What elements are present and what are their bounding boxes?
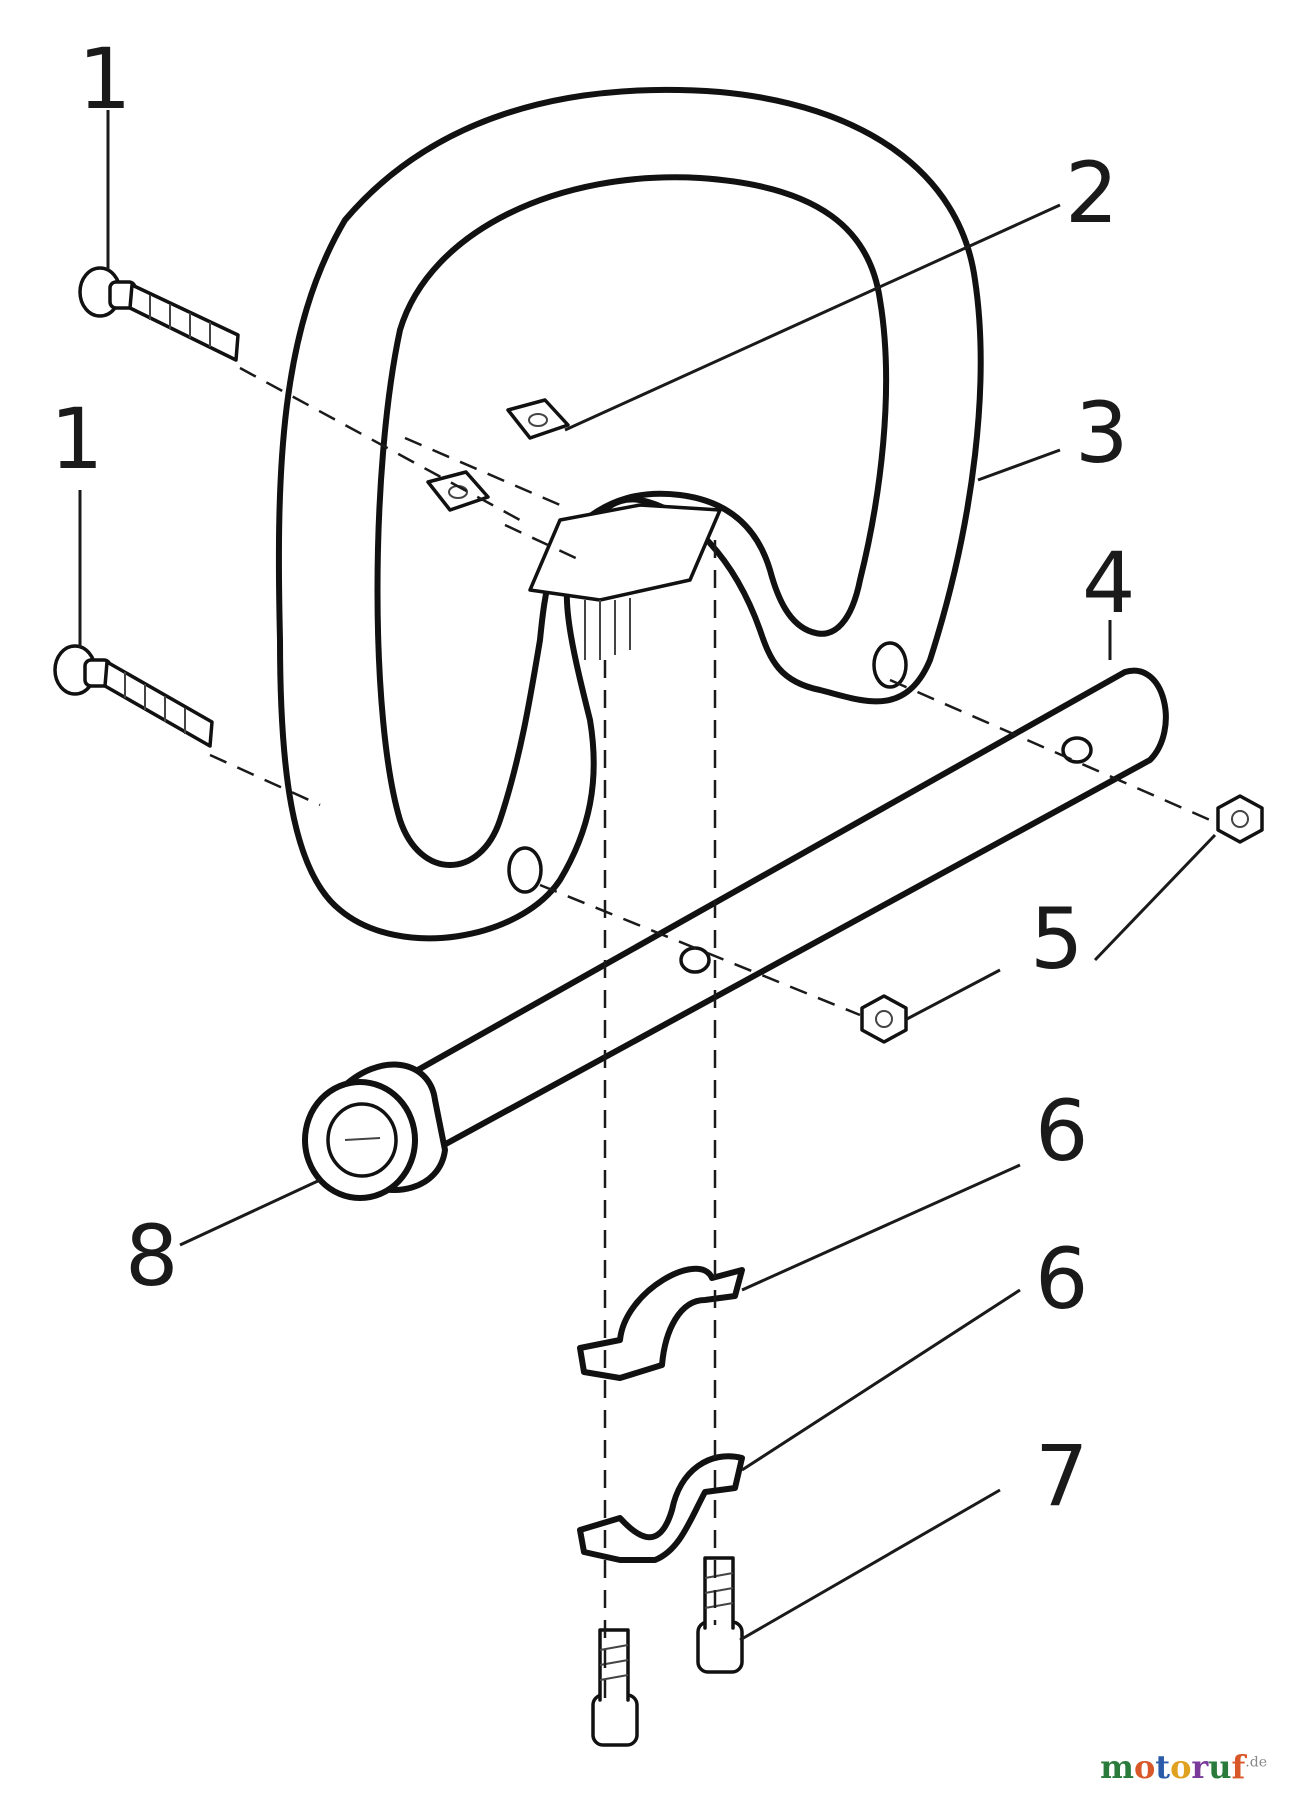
watermark-suffix: .de [1245, 1754, 1267, 1771]
callout-2: 2 [1065, 144, 1118, 242]
callout-6-top: 6 [1035, 1082, 1088, 1180]
callout-3: 3 [1075, 384, 1128, 482]
callout-1-top: 1 [78, 30, 131, 128]
watermark-letter: r [1191, 1748, 1209, 1786]
callout-7: 7 [1035, 1427, 1088, 1525]
callout-labels: 1 1 2 3 4 5 6 6 7 8 [50, 30, 1135, 1525]
square-nut-icon [506, 398, 570, 440]
square-nut-icon [426, 470, 490, 512]
watermark-letter: t [1155, 1748, 1171, 1786]
assembly-lines [209, 366, 1211, 1700]
hex-nut-icon [1216, 794, 1264, 844]
hex-nut-icon [860, 994, 908, 1044]
tube-icon [397, 667, 1169, 1161]
callout-8: 8 [125, 1207, 178, 1305]
watermark-letter: o [1133, 1748, 1156, 1786]
leader-lines [78, 110, 1217, 1642]
watermark-letter: f [1231, 1748, 1246, 1786]
bolt-icon [591, 1628, 639, 1747]
watermark-logo: motoruf.de [1100, 1748, 1267, 1786]
clamp-half-icon [577, 1265, 745, 1381]
callout-1-bottom: 1 [50, 390, 103, 488]
watermark-text: motoruf [1100, 1748, 1245, 1786]
watermark-letter: m [1100, 1748, 1134, 1786]
watermark-letter: o [1170, 1748, 1192, 1786]
watermark-letter: u [1208, 1748, 1232, 1786]
bolt-icon [696, 1556, 744, 1674]
callout-5: 5 [1030, 890, 1083, 988]
screw-icon [78, 266, 240, 362]
clamp-half-icon [577, 1453, 745, 1563]
end-cap-icon [302, 1061, 448, 1201]
loop-handle-icon [275, 86, 984, 942]
callout-6-bottom: 6 [1035, 1230, 1088, 1328]
callout-4: 4 [1082, 534, 1135, 632]
screw-icon [53, 644, 214, 748]
